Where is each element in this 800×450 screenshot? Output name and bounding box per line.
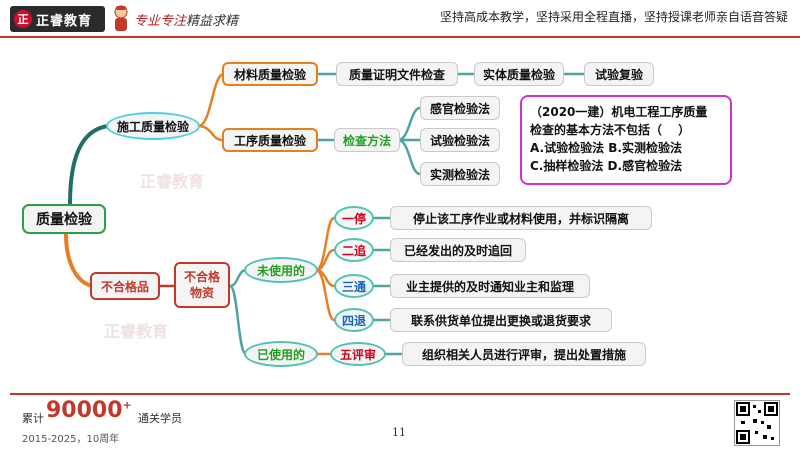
logo-text: 正睿教育: [36, 13, 93, 29]
footer-years: 2015-2025，10周年: [22, 434, 120, 445]
action-stop: 停止该工序作业或材料使用，并标识隔离: [390, 206, 652, 230]
slogan-part2: 精益求精: [186, 14, 239, 29]
nonconforming-materials-node: 不合格 物资: [174, 262, 230, 308]
inspection-method-node: 检查方法: [334, 128, 400, 152]
method-sensory: 感官检验法: [420, 96, 500, 120]
material-step-2: 实体质量检验: [474, 62, 564, 86]
footer-student-count: 90000+: [46, 398, 132, 423]
footer-divider: [10, 393, 790, 395]
construction-quality-node: 施工质量检验: [106, 112, 200, 140]
material-quality-node: 材料质量检验: [222, 62, 318, 86]
material-step-3: 试验复验: [584, 62, 654, 86]
footer-plus: +: [122, 398, 132, 412]
header-divider: [0, 36, 800, 38]
tag-stop: 一停: [334, 206, 374, 230]
mascot-icon: [114, 5, 128, 31]
tag-return: 四退: [334, 308, 374, 332]
question-line-1: （2020一建）机电工程工序质量: [530, 105, 708, 119]
material-step-1: 质量证明文件检查: [336, 62, 458, 86]
footer-suffix: 通关学员: [138, 412, 182, 425]
question-line-2: 检查的基本方法不包括（ ）: [530, 123, 691, 137]
tag-recall: 二追: [334, 238, 374, 262]
tag-review: 五评审: [330, 342, 386, 366]
tag-notify: 三通: [334, 274, 374, 298]
footer-number: 90000: [46, 398, 123, 423]
nonconforming-node: 不合格品: [90, 272, 160, 300]
used-node: 已使用的: [244, 341, 318, 367]
materials-label-line1: 不合格: [183, 270, 220, 284]
action-review: 组织相关人员进行评审，提出处置措施: [402, 342, 646, 366]
unused-node: 未使用的: [244, 257, 318, 283]
root-node: 质量检验: [22, 204, 106, 234]
question-line-3: A.试验检验法 B.实测检验法: [530, 141, 682, 155]
action-notify: 业主提供的及时通知业主和监理: [390, 274, 590, 298]
header-tagline: 坚持高成本教学，坚持采用全程直播，坚持授课老师亲自语音答疑: [439, 10, 788, 24]
method-measure: 实测检验法: [420, 162, 500, 186]
page-number: 11: [392, 426, 406, 439]
question-line-4: C.抽样检验法 D.感官检验法: [530, 159, 683, 173]
materials-label-line2: 物资: [189, 286, 214, 300]
brand-logo: 正 正睿教育: [10, 6, 105, 32]
slogan-part1: 专业专注: [134, 14, 187, 29]
method-test: 试验检验法: [420, 128, 500, 152]
exam-question-box: （2020一建）机电工程工序质量 检查的基本方法不包括（ ） A.试验检验法 B…: [520, 95, 732, 185]
watermark: 正睿教育: [140, 172, 205, 191]
action-return: 联系供货单位提出更换或退货要求: [390, 308, 612, 332]
action-recall: 已经发出的及时追回: [390, 238, 526, 262]
qr-code-icon: [734, 400, 780, 446]
process-quality-node: 工序质量检验: [222, 128, 318, 152]
footer-prefix: 累计: [22, 412, 44, 425]
watermark: 正睿教育: [104, 322, 169, 341]
logo-icon: 正: [14, 10, 32, 28]
